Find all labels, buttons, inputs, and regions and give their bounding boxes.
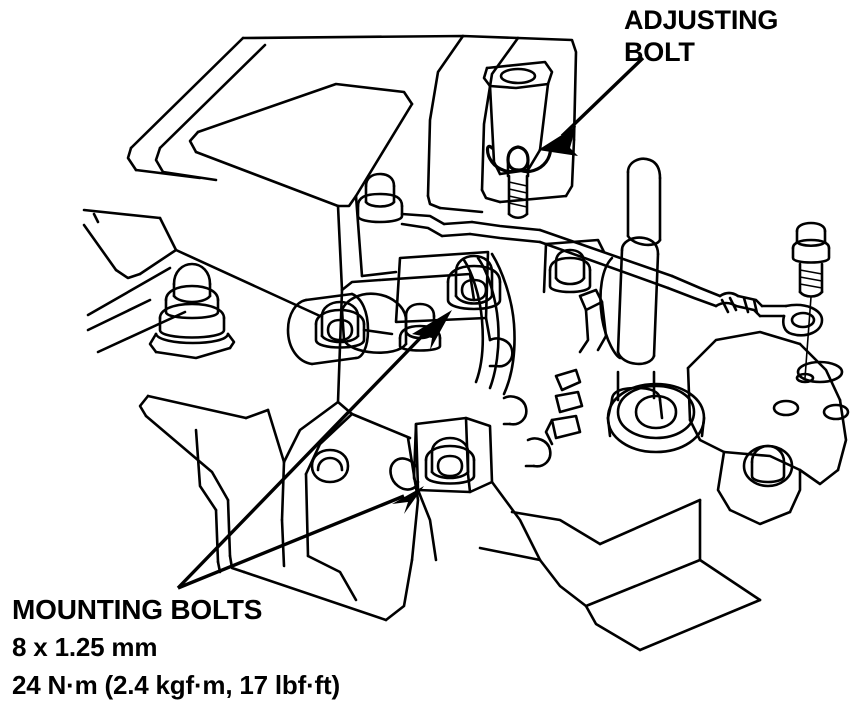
mount-bracket xyxy=(280,250,516,522)
stud-boss-left xyxy=(148,262,236,360)
adjusting-wing-bolt xyxy=(485,144,552,220)
upper-right-bolt-cluster xyxy=(542,238,606,294)
upper-link-arm xyxy=(400,212,722,308)
arrowhead-adjusting-bolt xyxy=(538,126,578,156)
callout-adjusting-bolt-line1: ADJUSTING xyxy=(624,5,779,35)
retainer-tabs xyxy=(544,288,608,446)
flange-hole xyxy=(499,67,537,85)
plate-hole-stud xyxy=(795,372,815,384)
plate-hole-1 xyxy=(796,360,844,384)
upper-mounting-bolt xyxy=(446,254,502,311)
ground-terminal-eyelet xyxy=(781,303,824,337)
plate-hole-3 xyxy=(822,403,850,421)
upper-left-hex-bolt xyxy=(356,172,404,224)
callout-torque-spec: 24 N·m (2.4 kgf·m, 17 lbf·ft) xyxy=(12,670,340,700)
arrowhead-upper-mounting-bolt xyxy=(412,310,452,350)
lower-floor-panel xyxy=(242,436,762,652)
eyelet-hole xyxy=(790,311,816,329)
mounting-bolts-leaders xyxy=(176,310,452,590)
plate-hole-2 xyxy=(772,399,800,417)
left-housing-cylinder xyxy=(286,292,394,366)
callout-adjusting-bolt: ADJUSTING BOLT xyxy=(624,4,778,68)
bushing-collar xyxy=(606,382,706,454)
cylinder-damper xyxy=(599,157,664,420)
callout-mounting-bolts-title: MOUNTING BOLTS xyxy=(12,594,263,625)
rod-terminal-joint xyxy=(714,291,788,318)
callout-adjusting-bolt-line2: BOLT xyxy=(624,37,695,67)
callout-thread-spec: 8 x 1.25 mm xyxy=(12,632,158,662)
lower-left-subframe xyxy=(138,394,350,574)
adjusting-bolt-leader xyxy=(538,56,645,156)
arrowhead-lower-mounting-bolt xyxy=(392,486,424,514)
bracket-side-lugs xyxy=(488,337,552,468)
